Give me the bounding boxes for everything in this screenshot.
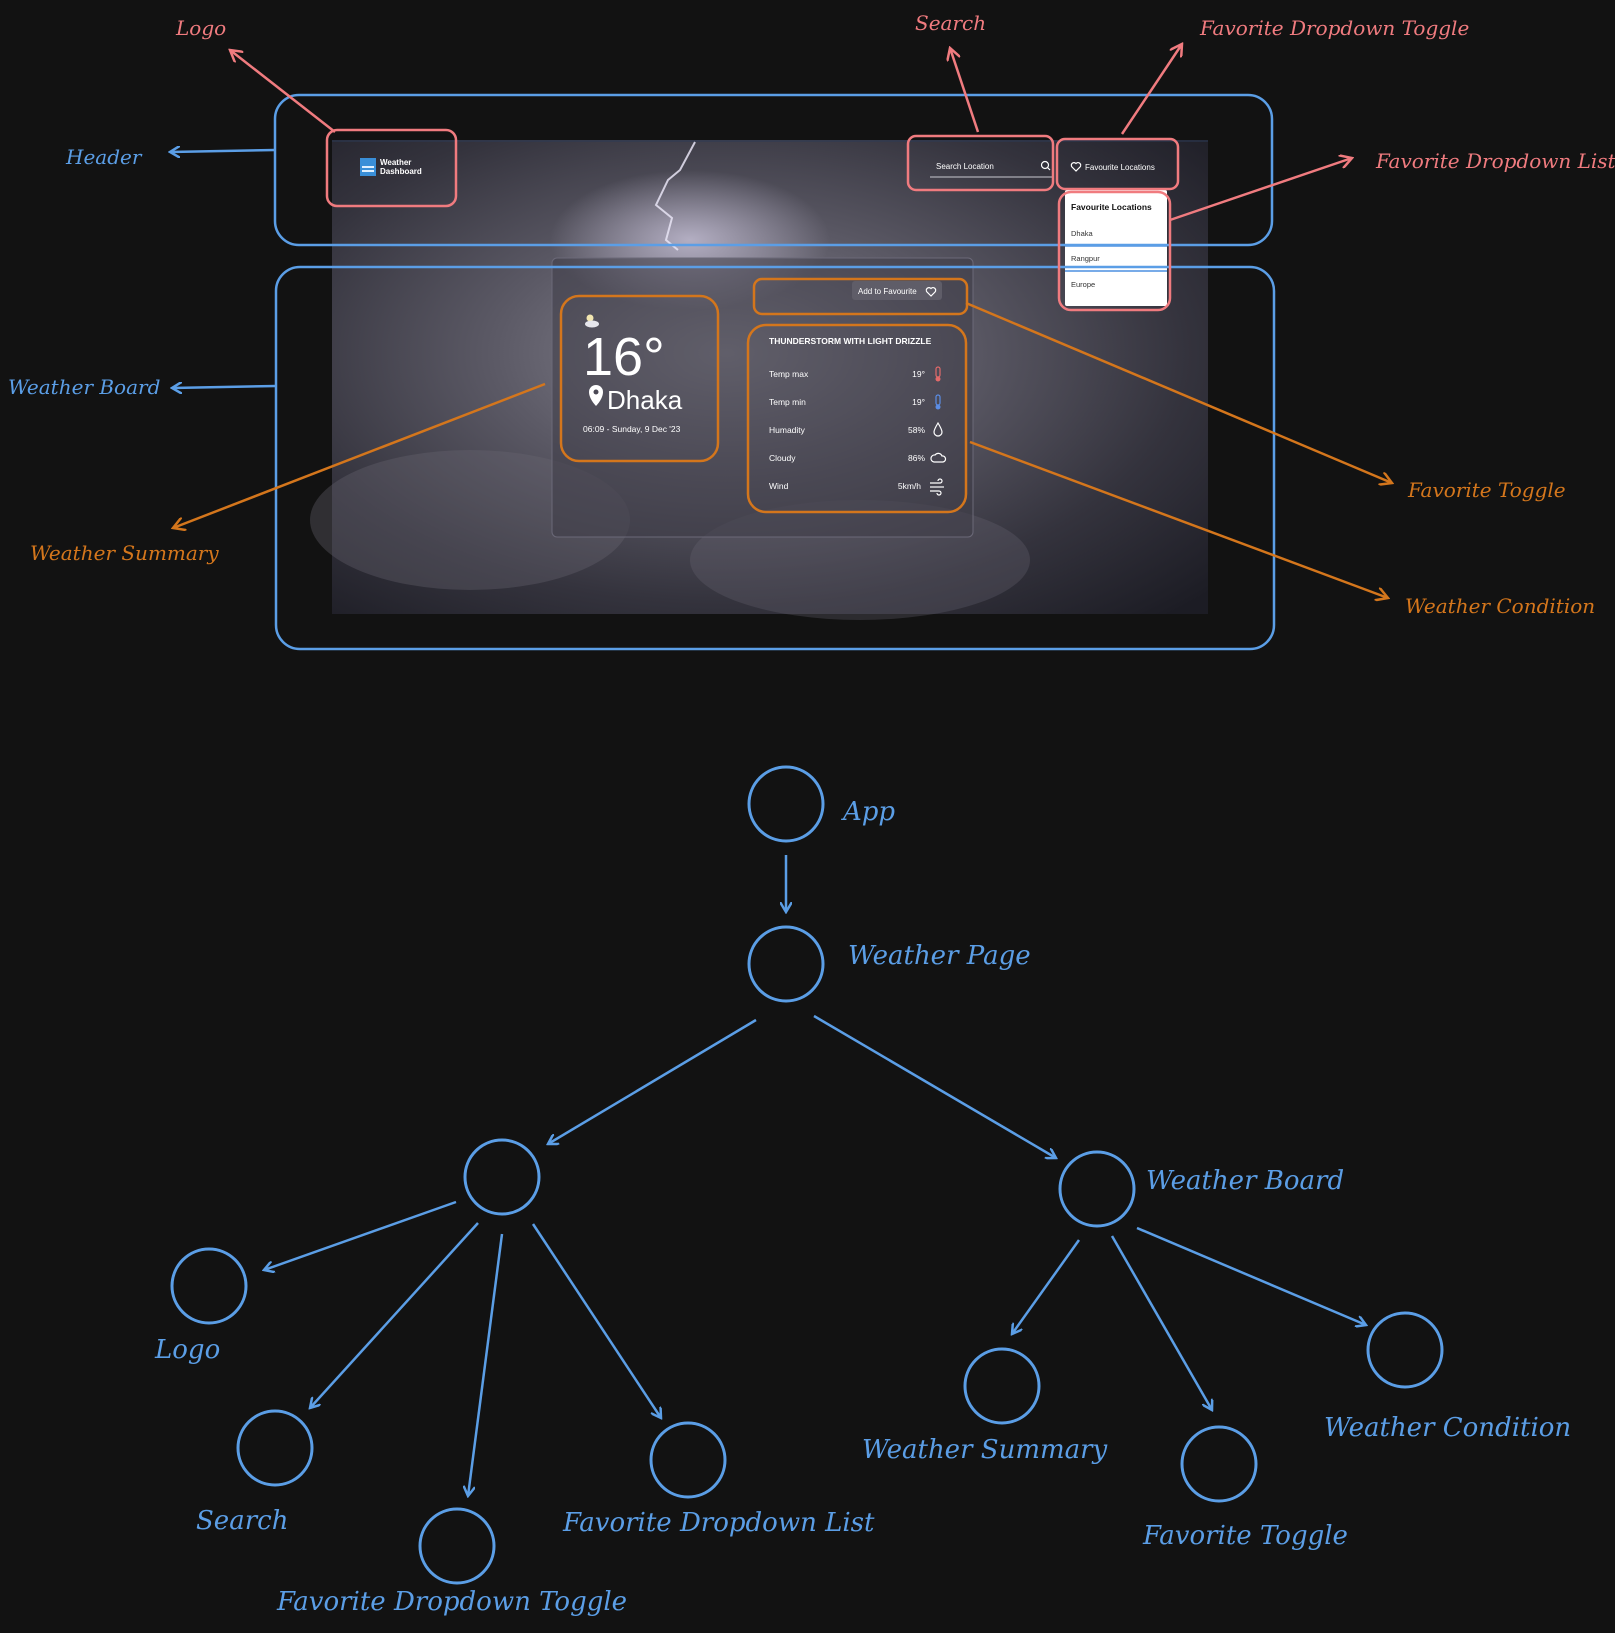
condition-title: THUNDERSTORM WITH LIGHT DRIZZLE: [769, 336, 932, 346]
tree-label-weather-summary: Weather Summary: [862, 1435, 1108, 1465]
annotation-fav-list: Favorite Dropdown List: [1375, 149, 1615, 173]
logo[interactable]: Weather Dashboard: [360, 158, 422, 176]
favorite-toggle-box: [752, 277, 969, 316]
dropdown-item-dhaka[interactable]: Dhaka: [1071, 229, 1094, 238]
tree-node-weather-condition: [1366, 1311, 1444, 1389]
cloud-icon: [930, 452, 947, 463]
condition-box: [746, 323, 968, 514]
logo-box: [325, 128, 458, 208]
weather-card: Add to Favourite 16° Dhaka 06:09 - Sunda…: [551, 257, 974, 538]
tree-label-logo: Logo: [154, 1335, 220, 1365]
annotation-labels: Logo Search Favorite Dropdown Toggle Hea…: [8, 11, 1615, 618]
tree-node-weather-page: [747, 925, 825, 1003]
location-pin-icon: [589, 385, 603, 406]
thermometer-hot-icon: [935, 366, 941, 382]
tree-label-weather-board: Weather Board: [1146, 1166, 1344, 1196]
tree-node-app: [747, 765, 825, 843]
city-name: Dhaka: [607, 385, 683, 415]
temperature: 16°: [583, 327, 665, 387]
search-placeholder: Search Location: [936, 162, 994, 171]
fav-toggle-box: [1055, 137, 1180, 191]
lightning-bolt: [654, 141, 696, 251]
tree-node-header: [463, 1138, 541, 1216]
tree-label-app: App: [841, 797, 895, 827]
search-icon[interactable]: [1040, 160, 1051, 171]
tree-label-fav-list: Favorite Dropdown List: [562, 1508, 875, 1538]
annotation-arrows: [170, 44, 1392, 598]
component-tree-edges: [264, 855, 1366, 1496]
tree-node-search: [236, 1409, 314, 1487]
tree-node-logo: [170, 1247, 248, 1325]
annotation-weather-summary: Weather Summary: [30, 541, 219, 565]
add-to-favourite-label: Add to Favourite: [858, 287, 917, 296]
tree-node-fav-toggle: [418, 1507, 496, 1585]
weather-board-box: [274, 265, 1276, 651]
annotation-weather-condition: Weather Condition: [1405, 594, 1595, 618]
condition-value-temp-min: 19°: [912, 397, 925, 407]
favourite-locations-label: Favourite Locations: [1085, 163, 1155, 172]
dropdown-item-rangpur[interactable]: Rangpur: [1071, 254, 1100, 263]
condition-label-wind: Wind: [769, 481, 789, 491]
heart-icon: [925, 287, 937, 297]
tree-label-weather-page: Weather Page: [848, 941, 1031, 971]
condition-value-cloudy: 86%: [908, 453, 925, 463]
annotation-weather-board: Weather Board: [8, 375, 160, 399]
annotation-fav-toggle: Favorite Dropdown Toggle: [1199, 16, 1469, 40]
favourite-locations-button[interactable]: Favourite Locations: [1070, 162, 1155, 172]
cloud-sun-icon: [585, 314, 599, 328]
thermometer-cold-icon: [935, 394, 941, 410]
dropdown-title: Favourite Locations: [1071, 202, 1152, 212]
condition-value-wind: 5km/h: [898, 481, 921, 491]
weather-summary: 16° Dhaka 06:09 - Sunday, 9 Dec '23: [583, 314, 683, 434]
heart-icon: [1070, 162, 1082, 172]
summary-box: [559, 294, 720, 463]
tree-node-weather-summary: [963, 1347, 1041, 1425]
search-field[interactable]: Search Location: [930, 160, 1052, 178]
condition-label-humidity: Humadity: [769, 425, 806, 435]
condition-label-temp-min: Temp min: [769, 397, 806, 407]
tree-node-favorite-toggle: [1180, 1425, 1258, 1503]
wind-icon: [930, 478, 944, 496]
annotation-boxes: [273, 93, 1276, 651]
annotation-logo: Logo: [175, 16, 226, 40]
favourite-dropdown: Favourite Locations Dhaka Rangpur Europe: [1065, 190, 1167, 306]
add-to-favourite-button[interactable]: Add to Favourite: [852, 281, 942, 300]
condition-label-cloudy: Cloudy: [769, 453, 796, 463]
weather-condition: THUNDERSTORM WITH LIGHT DRIZZLE Temp max…: [769, 336, 947, 496]
condition-value-temp-max: 19°: [912, 369, 925, 379]
tree-label-fav-toggle: Favorite Dropdown Toggle: [276, 1587, 627, 1617]
annotation-favorite-toggle: Favorite Toggle: [1407, 478, 1566, 502]
fav-list-box: [1057, 190, 1172, 312]
tree-label-search: Search: [196, 1506, 288, 1536]
droplet-icon: [933, 421, 943, 437]
logo-text-line2: Dashboard: [380, 167, 422, 176]
logo-text-line1: Weather: [380, 158, 411, 167]
dashboard-screenshot: Weather Dashboard Search Location Favour…: [310, 140, 1208, 620]
component-tree-labels: App Weather Page Weather Board Logo Sear…: [154, 797, 1571, 1617]
tree-label-weather-condition: Weather Condition: [1324, 1413, 1571, 1443]
tree-node-fav-list: [649, 1421, 727, 1499]
dropdown-item-europe[interactable]: Europe: [1071, 280, 1095, 289]
date-time: 06:09 - Sunday, 9 Dec '23: [583, 424, 681, 434]
tree-node-weather-board: [1058, 1150, 1136, 1228]
annotation-search: Search: [915, 11, 986, 35]
annotation-header: Header: [65, 145, 143, 169]
condition-label-temp-max: Temp max: [769, 369, 809, 379]
search-box: [906, 134, 1055, 192]
condition-value-humidity: 58%: [908, 425, 925, 435]
tree-label-favorite-toggle: Favorite Toggle: [1142, 1521, 1348, 1551]
header-box: [273, 93, 1274, 247]
